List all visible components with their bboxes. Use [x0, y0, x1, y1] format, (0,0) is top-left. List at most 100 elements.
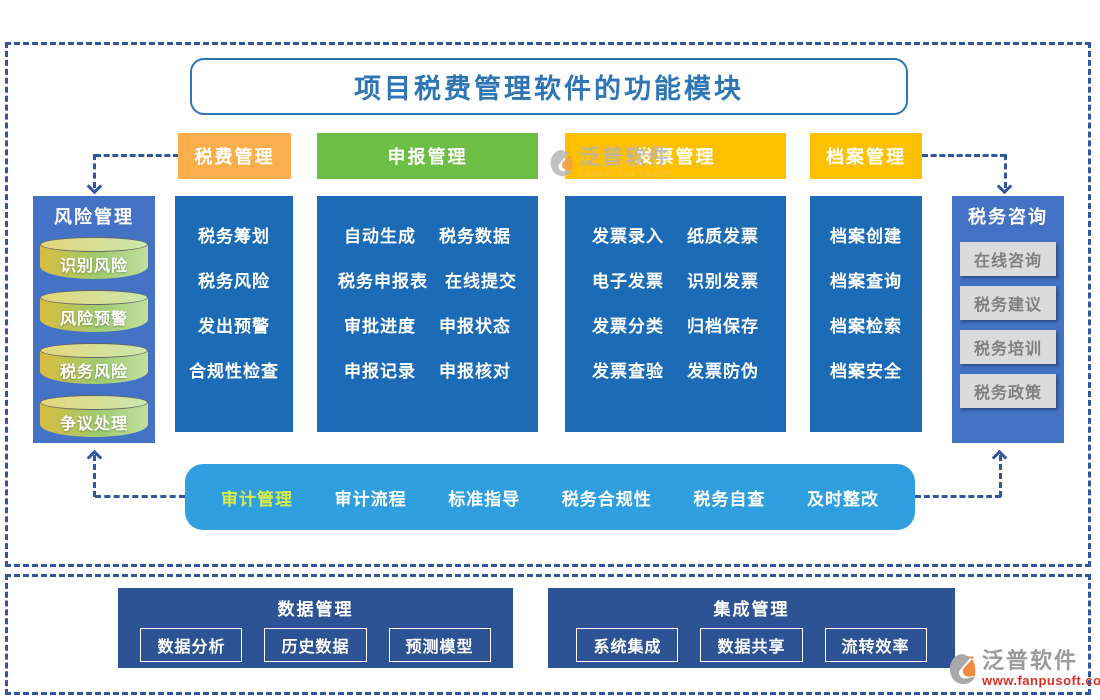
column-item: 电子发票 — [592, 272, 664, 291]
column-item: 发出预警 — [198, 317, 270, 336]
connector-line — [95, 154, 179, 157]
column-row: 税务申报表 在线提交 — [317, 267, 538, 292]
header-declaration-management: 申报管理 — [317, 133, 538, 179]
column-item: 申报状态 — [439, 317, 511, 336]
tax-management-column: 税务筹划 税务风险 发出预警 合规性检查 — [175, 196, 293, 432]
footer-brand: 泛普软件 — [982, 648, 1079, 673]
column-row: 发票查验 发票防伪 — [565, 357, 786, 382]
column-row: 电子发票 识别发票 — [565, 267, 786, 292]
cylinder-label: 争议处理 — [59, 416, 128, 434]
audit-management-bar: 审计管理 审计流程 标准指导 税务合规性 税务自查 及时整改 — [185, 464, 915, 530]
fanpu-logo-icon — [949, 653, 976, 684]
integration-management-box: 集成管理 系统集成 数据共享 流转效率 — [548, 588, 955, 668]
feature-chip: 数据分析 — [140, 628, 243, 662]
audit-bar-item: 税务自查 — [693, 489, 766, 509]
consult-panel-title: 税务咨询 — [968, 207, 1048, 227]
column-item: 发票录入 — [592, 227, 664, 246]
column-item: 自动生成 — [344, 227, 416, 246]
chip-row: 系统集成 数据共享 流转效率 — [548, 628, 955, 662]
cylinder-top — [40, 289, 148, 305]
connector-line — [95, 495, 185, 498]
column-item: 归档保存 — [687, 317, 759, 336]
cylinder-item: 争议处理 — [40, 395, 148, 437]
column-item: 发票分类 — [592, 317, 664, 336]
main-dashed-frame — [5, 42, 1091, 567]
data-management-title: 数据管理 — [277, 600, 354, 619]
data-management-box: 数据管理 数据分析 历史数据 预测模型 — [118, 588, 513, 668]
footer-logo: 泛普软件 www.fanpusoft.com — [948, 650, 1100, 687]
page-title: 项目税费管理软件的功能模块 — [190, 58, 908, 115]
column-row: 发票分类 归档保存 — [565, 312, 786, 337]
cylinder-item: 税务风险 — [40, 342, 148, 385]
declaration-management-column: 自动生成 税务数据 税务申报表 在线提交 审批进度 申报状态 申报记录 申报核对 — [317, 196, 538, 432]
column-item: 纸质发票 — [687, 227, 759, 246]
consult-item: 税务建议 — [960, 286, 1056, 320]
column-item: 档案检索 — [830, 317, 902, 336]
column-item: 识别发票 — [687, 272, 759, 291]
footer-url: www.fanpusoft.com — [982, 673, 1100, 688]
consult-item: 税务培训 — [960, 330, 1056, 364]
consult-item: 在线咨询 — [960, 242, 1056, 276]
cylinder-label: 识别风险 — [59, 258, 128, 275]
column-item: 合规性检查 — [189, 362, 279, 381]
feature-chip: 历史数据 — [264, 628, 367, 662]
audit-bar-title: 审计管理 — [221, 489, 293, 509]
connector-line — [922, 154, 1006, 157]
risk-panel-title: 风险管理 — [54, 207, 134, 227]
connector-line — [93, 154, 96, 188]
header-tax-management: 税费管理 — [178, 133, 291, 179]
column-item: 在线提交 — [445, 272, 517, 291]
audit-bar-item: 及时整改 — [806, 489, 879, 509]
header-archive-management: 档案管理 — [810, 133, 922, 179]
cylinder-top — [40, 237, 148, 252]
cylinder-label: 税务风险 — [59, 363, 128, 381]
connector-line — [93, 455, 96, 497]
tax-consult-panel: 税务咨询 在线咨询 税务建议 税务培训 税务政策 — [952, 196, 1064, 443]
column-row: 发票录入 纸质发票 — [565, 222, 786, 247]
invoice-management-column: 发票录入 纸质发票 电子发票 识别发票 发票分类 归档保存 发票查验 发票防伪 — [565, 196, 786, 432]
feature-chip: 数据共享 — [700, 628, 803, 662]
risk-management-panel: 风险管理 识别风险 风险预警 税务风险 争议处理 — [33, 196, 155, 443]
column-item: 档案创建 — [830, 227, 902, 246]
consult-item: 税务政策 — [960, 374, 1056, 408]
archive-management-column: 档案创建 档案查询 档案检索 档案安全 — [810, 196, 922, 432]
cylinder-top — [40, 395, 148, 411]
connector-line — [915, 495, 1001, 498]
feature-chip: 系统集成 — [576, 628, 679, 662]
integration-management-title: 集成管理 — [713, 600, 790, 619]
center-watermark: 泛普软件 FANPU SOFTWARE — [549, 147, 674, 179]
column-item: 申报记录 — [344, 362, 416, 381]
header-invoice-management: 发票管理 — [565, 133, 786, 179]
column-row: 审批进度 申报状态 — [317, 312, 538, 337]
column-item: 发票防伪 — [687, 362, 759, 381]
footer-logo-text: 泛普软件 www.fanpusoft.com — [982, 648, 1100, 688]
feature-chip: 流转效率 — [824, 628, 927, 662]
cylinder-top — [40, 342, 148, 358]
column-item: 税务申报表 — [338, 272, 428, 291]
column-item: 税务数据 — [439, 227, 511, 246]
cylinder-label: 风险预警 — [59, 310, 128, 328]
column-row: 自动生成 税务数据 — [317, 222, 538, 247]
watermark-brand: 泛普软件 — [579, 146, 671, 169]
column-item: 审批进度 — [344, 317, 416, 336]
fanpu-logo-icon — [550, 150, 573, 176]
column-item: 申报核对 — [439, 362, 511, 381]
column-item: 发票查验 — [592, 362, 664, 381]
watermark-text: 泛普软件 FANPU SOFTWARE — [579, 147, 674, 179]
connector-line — [999, 455, 1002, 497]
connector-line — [1004, 154, 1007, 188]
watermark-subtitle: FANPU SOFTWARE — [579, 170, 674, 179]
column-item: 档案查询 — [830, 272, 902, 291]
column-item: 档案安全 — [830, 362, 902, 381]
column-item: 税务筹划 — [198, 227, 270, 246]
column-row: 申报记录 申报核对 — [317, 357, 538, 382]
feature-chip: 预测模型 — [388, 628, 491, 662]
audit-bar-item: 税务合规性 — [561, 489, 652, 509]
audit-bar-item: 标准指导 — [448, 489, 521, 509]
chip-row: 数据分析 历史数据 预测模型 — [118, 628, 513, 662]
cylinder-item: 识别风险 — [40, 237, 148, 279]
audit-bar-item: 审计流程 — [334, 489, 407, 509]
column-item: 税务风险 — [198, 272, 270, 291]
cylinder-item: 风险预警 — [40, 289, 148, 332]
